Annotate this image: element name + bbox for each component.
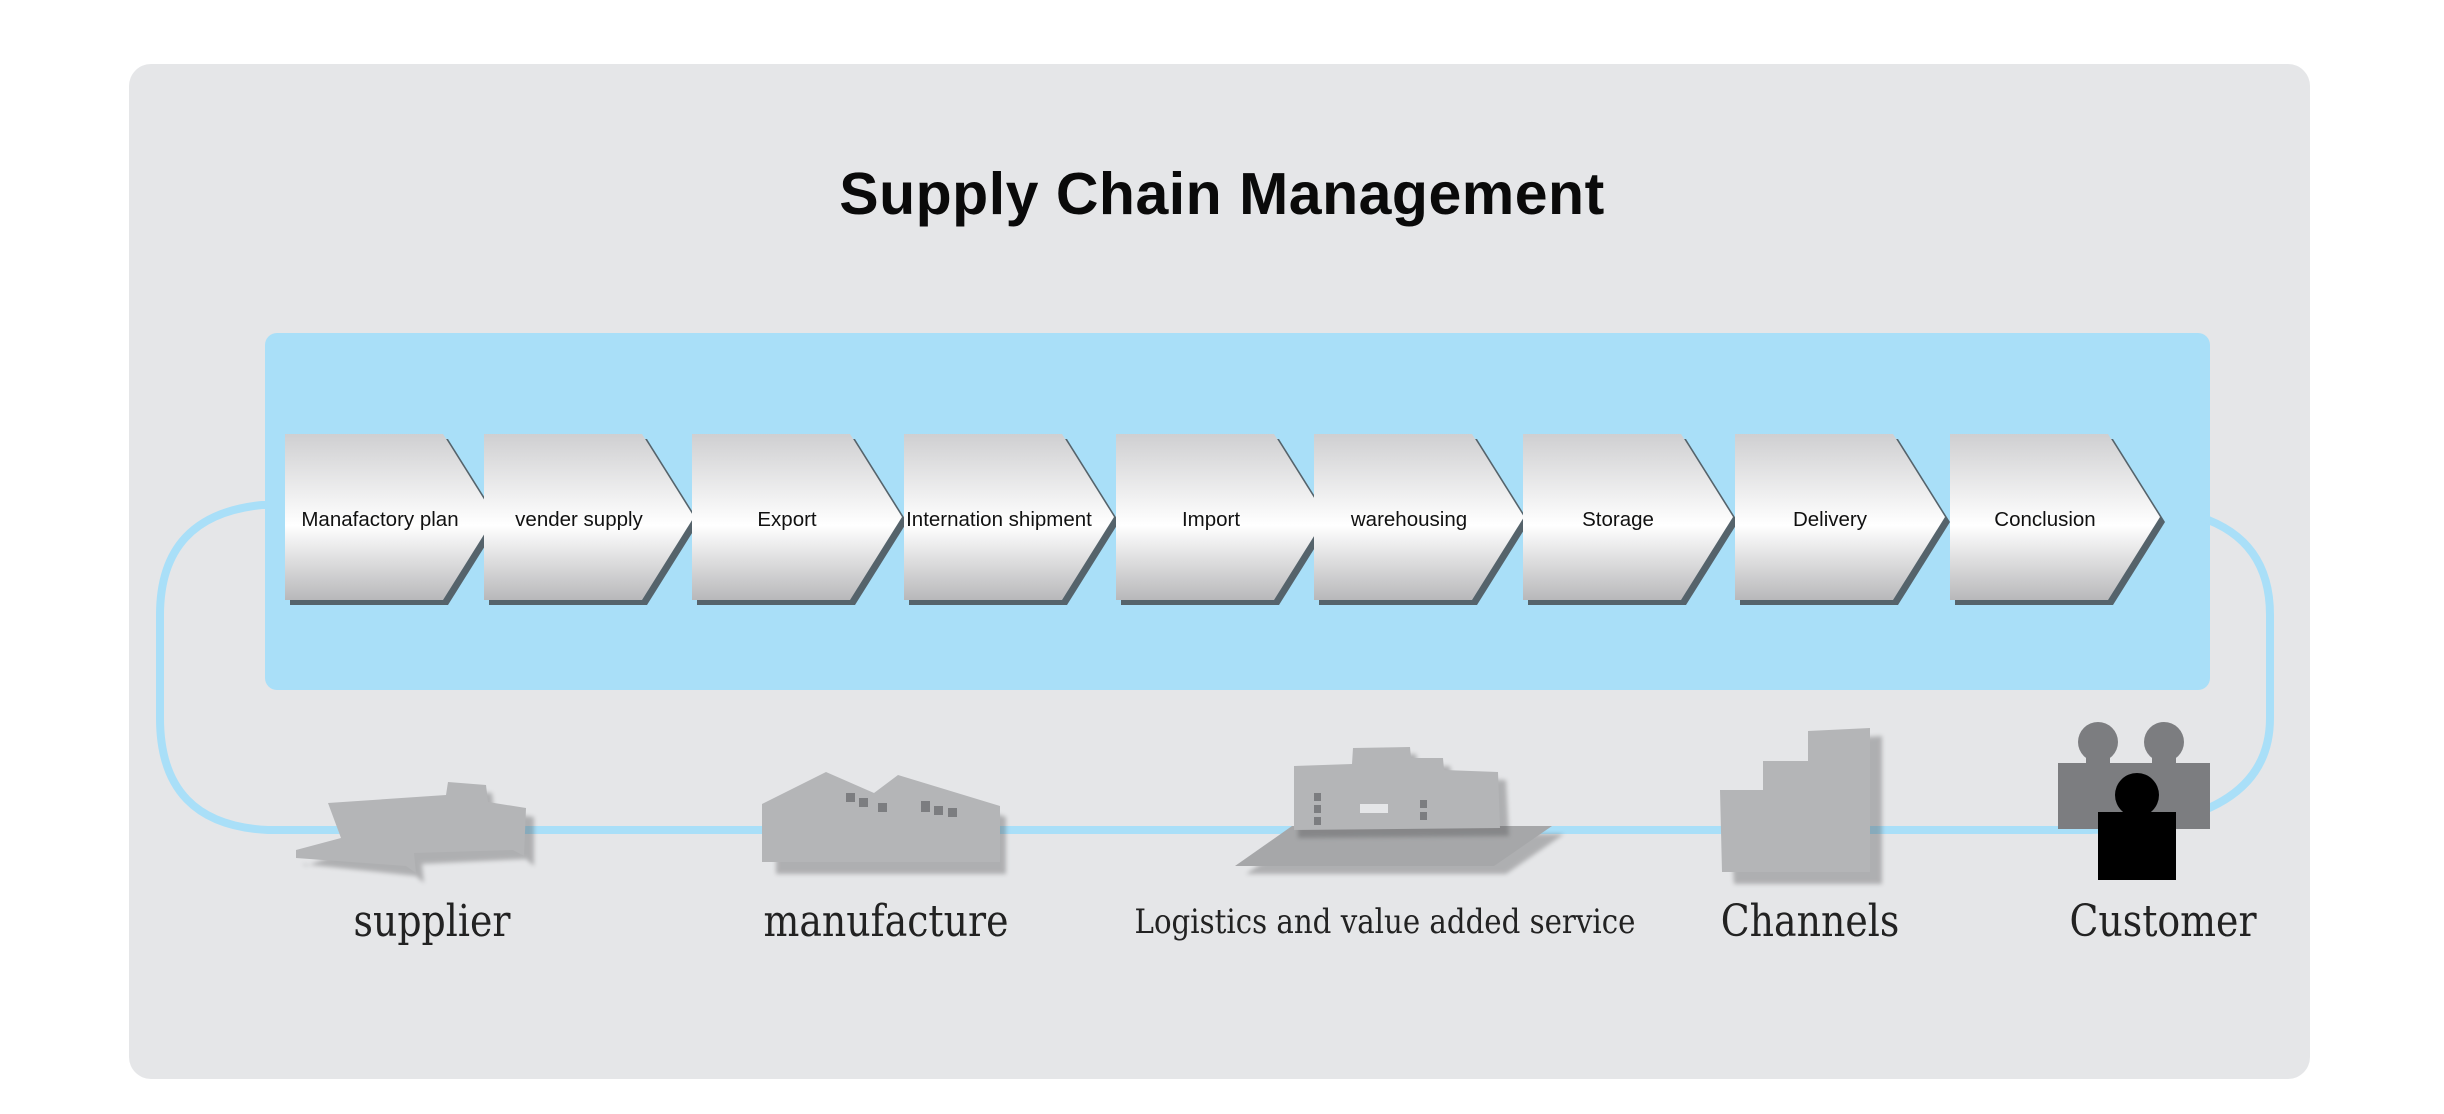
cargo-plane-icon: [296, 782, 534, 883]
step-label: Export: [757, 508, 817, 531]
step-chevron: [904, 434, 1114, 600]
step-label: Import: [1181, 508, 1241, 531]
step-label: Storage: [1582, 508, 1654, 531]
step-chevron: [1116, 434, 1326, 600]
factory-icon: [762, 772, 1006, 874]
people-icon: [2058, 722, 2210, 880]
step-label: warehousing: [1350, 508, 1468, 531]
diagram-title: Supply Chain Management: [839, 161, 1605, 227]
step-chevron: [1523, 434, 1733, 600]
step-label: Manafactory plan: [301, 508, 459, 531]
ship-icon: [1235, 747, 1564, 874]
step-chevron: [285, 434, 495, 600]
entity-label: supplier: [353, 896, 511, 947]
store-building-icon: [1720, 728, 1882, 884]
step-label: Delivery: [1792, 508, 1868, 531]
entity-label: Channels: [1720, 896, 1900, 947]
step-label: Internation shipment: [906, 508, 1092, 531]
step-label: vender supply: [515, 508, 643, 531]
loop-connector-line: [156, 501, 2274, 834]
step-label: Conclusion: [1994, 508, 2096, 531]
step-chevron: [484, 434, 694, 600]
step-chevron: [692, 434, 902, 600]
entity-label: manufacture: [763, 896, 1009, 947]
process-steps: [285, 434, 2165, 605]
step-chevron: [1950, 434, 2160, 600]
step-chevron: [1735, 434, 1945, 600]
step-chevron: [1314, 434, 1524, 600]
entity-label: Logistics and value added service: [1134, 902, 1636, 942]
entity-label: Customer: [2069, 896, 2257, 947]
